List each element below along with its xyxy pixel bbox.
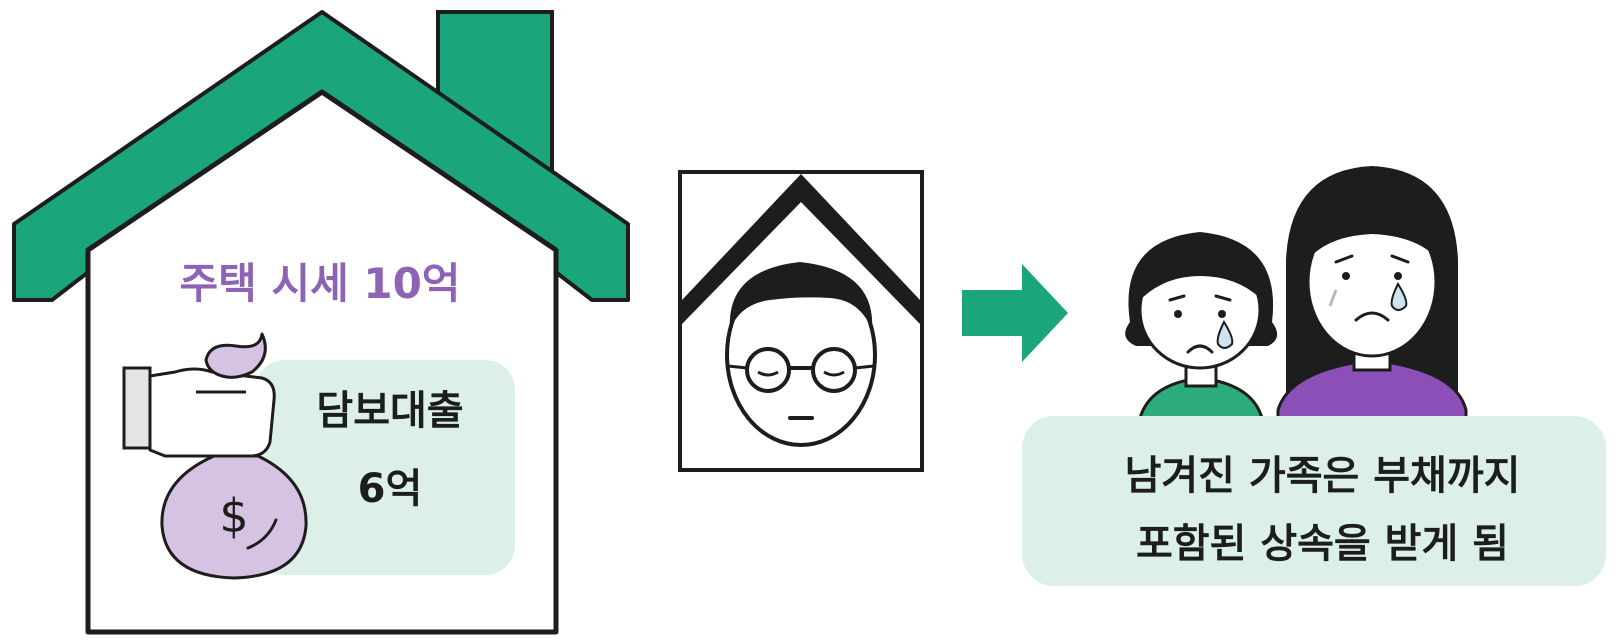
dollar-symbol: $ (219, 489, 248, 543)
crying-family-icon (1125, 166, 1466, 440)
caption-text: 남겨진 가족은 부채까지 포함된 상속을 받게 됨 (1060, 442, 1585, 578)
memorial-portrait-icon (680, 172, 922, 470)
caption-line1: 남겨진 가족은 부채까지 (1060, 442, 1585, 510)
loan-label: 담보대출 6억 (285, 372, 495, 528)
caption-line2: 포함된 상속을 받게 됨 (1060, 510, 1585, 578)
loan-label-line1: 담보대출 (285, 372, 495, 450)
right-arrow-icon (962, 264, 1068, 362)
loan-label-line2: 6억 (285, 450, 495, 528)
house-price-label: 주택 시세 10억 (120, 250, 520, 311)
